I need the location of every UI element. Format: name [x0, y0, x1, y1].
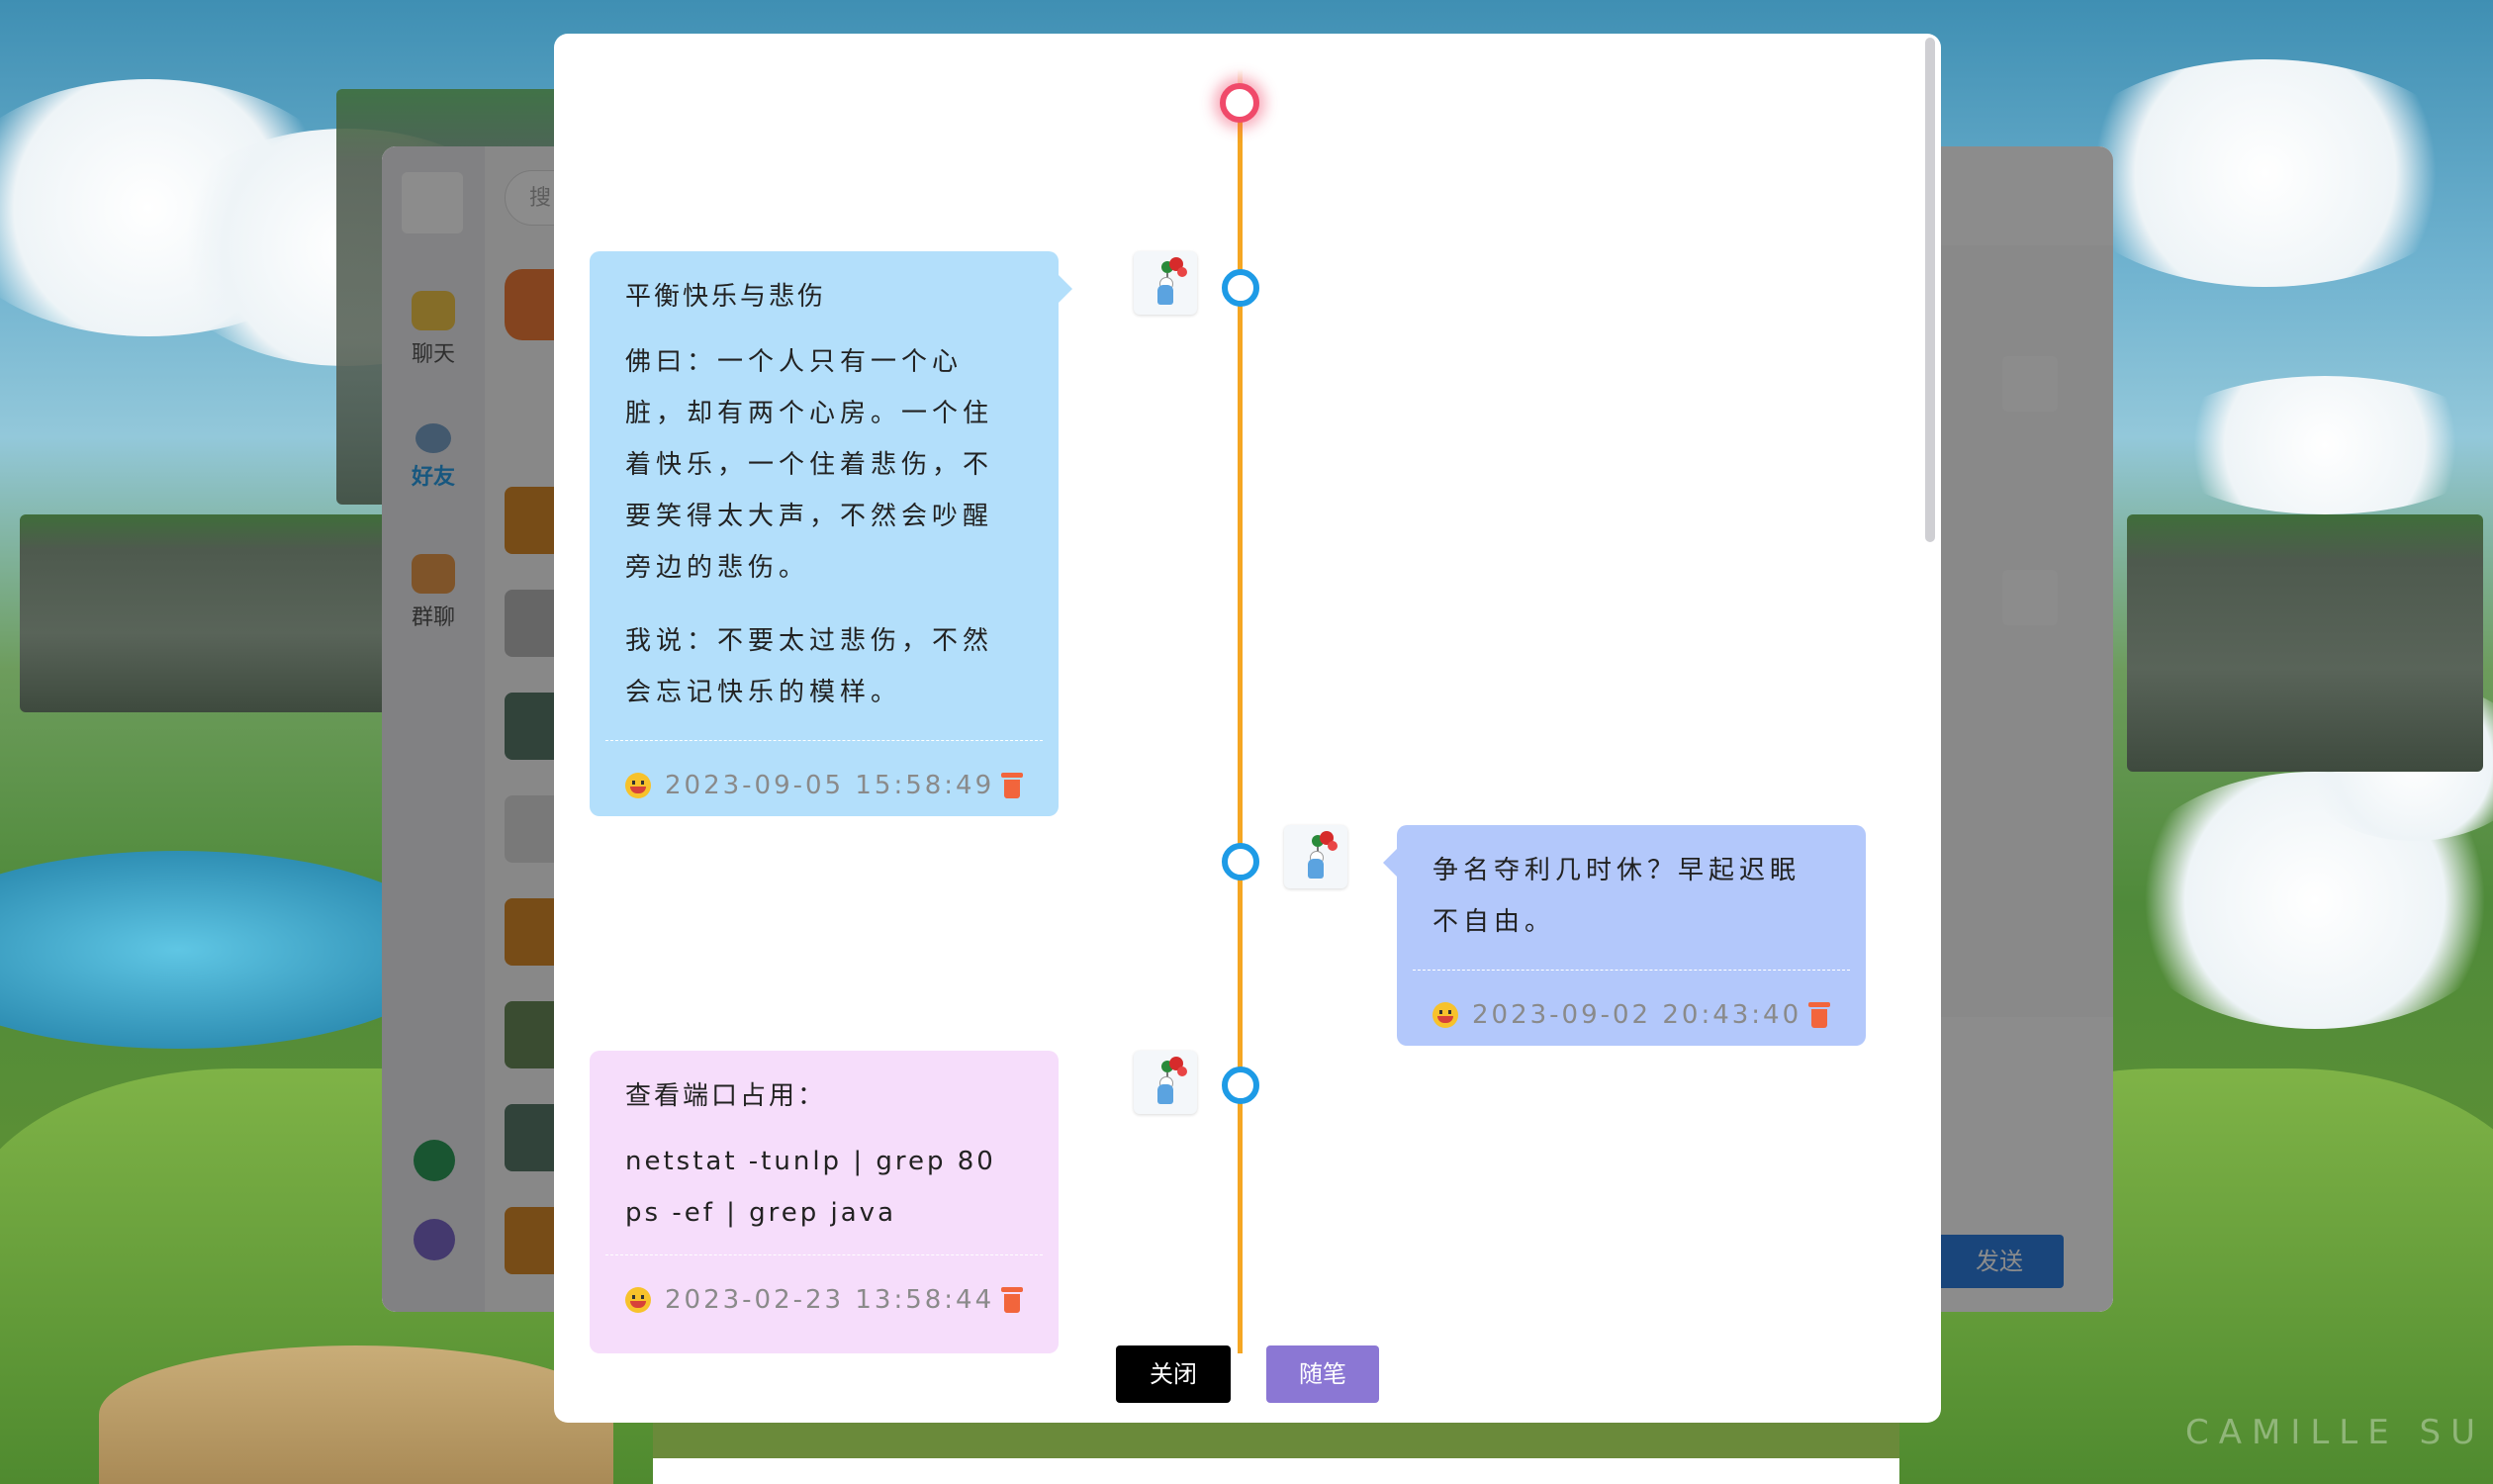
note-card: 争名夺利几时休？早起迟眠不自由。 2023-09-02 20:43:40: [1383, 825, 1866, 1046]
smile-emoji-icon: [625, 1287, 651, 1313]
nav-chat[interactable]: 聊天: [382, 291, 485, 368]
smile-emoji-icon: [1432, 1002, 1458, 1028]
send-button[interactable]: 发送: [1935, 1235, 2064, 1288]
entry-avatar: [1284, 825, 1347, 888]
timeline-start-node: [1220, 83, 1259, 123]
timeline-line: [1238, 117, 1243, 1353]
note-card: 查看端口占用： netstat -tunlp | grep 80 ps -ef …: [590, 1051, 1059, 1353]
nav-chat-label: 聊天: [411, 342, 455, 367]
group-chat-icon: [412, 554, 455, 594]
timeline-node: [1222, 269, 1259, 307]
message-avatar: [2002, 570, 2058, 625]
user-avatar[interactable]: [402, 172, 463, 233]
watermark: CAMILLE SU: [2184, 1413, 2485, 1452]
refresh-icon[interactable]: [414, 1140, 455, 1181]
nav-group-chat[interactable]: 群聊: [382, 554, 485, 631]
nav-group-chat-label: 群聊: [411, 605, 455, 630]
note-date: 2023-09-02 20:43:40: [1472, 1000, 1802, 1030]
close-button[interactable]: 关闭: [1116, 1345, 1231, 1403]
note-footer: 2023-02-23 13:58:44: [605, 1254, 1043, 1331]
gear-icon[interactable]: [414, 1219, 455, 1260]
note-date: 2023-09-05 15:58:49: [665, 771, 995, 800]
note-footer: 2023-09-02 20:43:40: [1413, 970, 1850, 1046]
chat-bubbles-icon: [412, 291, 455, 330]
app-sidebar: 聊天 好友 群聊: [382, 146, 485, 1312]
entry-avatar: [1134, 251, 1197, 315]
message-avatar: [2002, 356, 2058, 412]
note-paragraph: netstat -tunlp | grep 80: [625, 1147, 996, 1176]
note-paragraph: 争名夺利几时休？早起迟眠不自由。: [1432, 856, 1801, 937]
friends-icon: [416, 423, 451, 453]
note-paragraph: 我说：不要太过悲伤，不然会忘记快乐的模样。: [625, 626, 994, 707]
smile-emoji-icon: [625, 773, 651, 798]
notes-timeline-modal: 平衡快乐与悲伤 佛曰：一个人只有一个心脏，却有两个心房。一个住着快乐，一个住着悲…: [554, 34, 1941, 1423]
note-footer: 2023-09-05 15:58:49: [605, 740, 1043, 816]
note-title: 查看端口占用：: [625, 1081, 827, 1111]
entry-avatar: [1134, 1051, 1197, 1114]
note-button[interactable]: 随笔: [1266, 1345, 1379, 1403]
note-paragraph: 佛曰：一个人只有一个心脏，却有两个心房。一个住着快乐，一个住着悲伤，不要笑得太大…: [625, 347, 994, 583]
nav-friends[interactable]: 好友: [382, 423, 485, 491]
note-date: 2023-02-23 13:58:44: [665, 1285, 995, 1315]
note-card: 平衡快乐与悲伤 佛曰：一个人只有一个心脏，却有两个心房。一个住着快乐，一个住着悲…: [590, 251, 1072, 816]
delete-icon[interactable]: [1808, 1002, 1830, 1028]
nav-friends-label: 好友: [411, 465, 455, 490]
timeline-node: [1222, 1067, 1259, 1104]
delete-icon[interactable]: [1001, 773, 1023, 798]
note-title: 平衡快乐与悲伤: [625, 282, 827, 312]
timeline-node: [1222, 843, 1259, 881]
note-paragraph: ps -ef | grep java: [625, 1198, 896, 1228]
modal-scrollbar[interactable]: [1925, 38, 1935, 542]
delete-icon[interactable]: [1001, 1287, 1023, 1313]
